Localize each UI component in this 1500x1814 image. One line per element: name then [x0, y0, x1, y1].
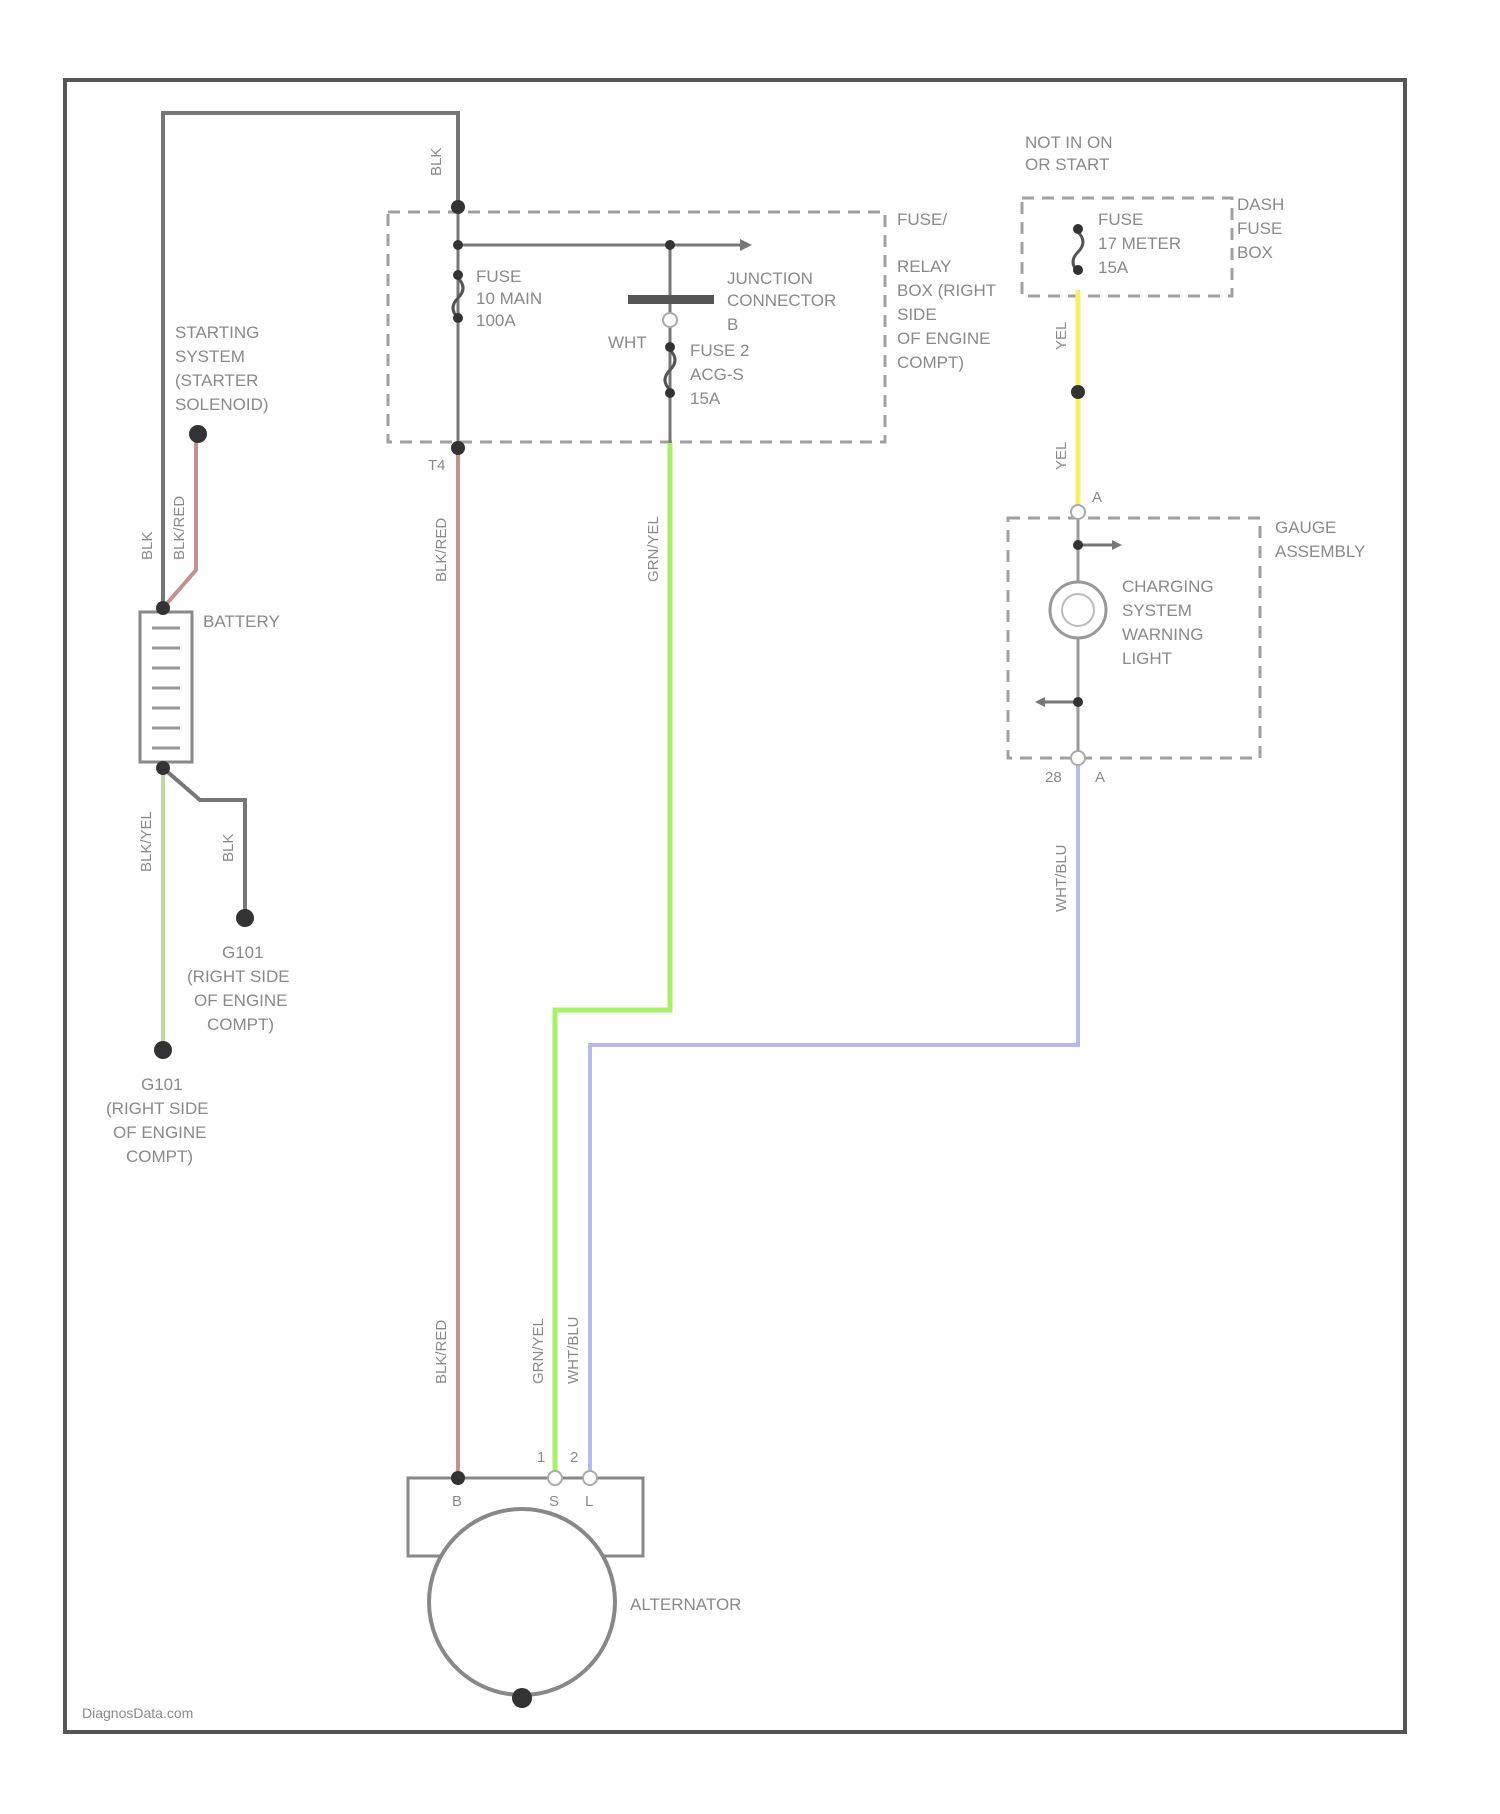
wire-label-wht-blu-gauge: WHT/BLU — [1053, 845, 1070, 913]
terminal-gauge-in: A — [1092, 489, 1102, 506]
wire-label-blk-red-starter: BLK/RED — [171, 496, 188, 560]
label-starting-3: (STARTER — [175, 371, 258, 390]
label-wht: WHT — [608, 333, 647, 352]
wire-label-blk-yel: BLK/YEL — [138, 811, 155, 872]
label-charging-3: WARNING — [1122, 625, 1204, 644]
label-g101-a-3: OF ENGINE — [194, 991, 288, 1010]
label-junction-2: CONNECTOR — [727, 291, 836, 310]
label-gauge-1: GAUGE — [1275, 518, 1336, 537]
wire-label-wht-blu-alt: WHT/BLU — [565, 1317, 582, 1385]
terminal-alt-1: 1 — [537, 1449, 545, 1466]
terminal-alt-s: S — [549, 1493, 559, 1510]
label-fuse-relay-4: SIDE — [897, 305, 937, 324]
label-junction-1: JUNCTION — [727, 269, 813, 288]
label-charging-1: CHARGING — [1122, 577, 1214, 596]
terminal-alt-l: L — [585, 1493, 593, 1510]
label-not-in-on: NOT IN ON — [1025, 133, 1113, 152]
label-starting-1: STARTING — [175, 323, 259, 342]
label-starting-4: SOLENOID) — [175, 395, 269, 414]
label-fuse-relay-1: FUSE/ — [897, 210, 947, 229]
connector-terminals — [548, 313, 1085, 1485]
label-battery: BATTERY — [203, 612, 280, 631]
wire-label-blk-red-main: BLK/RED — [433, 518, 450, 582]
wire-label-grn-yel-main: GRN/YEL — [645, 516, 662, 582]
terminal-gauge-out-num: 28 — [1045, 769, 1062, 786]
label-starting-2: SYSTEM — [175, 347, 245, 366]
label-g101-b-2: (RIGHT SIDE — [106, 1099, 209, 1118]
label-fuse-relay-3: BOX (RIGHT — [897, 281, 996, 300]
label-charging-2: SYSTEM — [1122, 601, 1192, 620]
label-or-start: OR START — [1025, 155, 1109, 174]
bus-arrow — [740, 239, 752, 251]
wire-label-yel-bottom: YEL — [1053, 442, 1070, 470]
label-watermark: DiagnosData.com — [82, 1705, 193, 1721]
wire-label-blk-red-alt: BLK/RED — [433, 1320, 450, 1384]
wire-label-blk-batt: BLK — [139, 532, 156, 560]
label-fuse-main-2: 10 MAIN — [476, 289, 542, 308]
gauge-arrow-left-head — [1035, 697, 1045, 707]
label-fuse-main-3: 100A — [476, 311, 516, 330]
wire-wht-blu — [590, 758, 1078, 1475]
label-fuse-meter-2: 17 METER — [1098, 234, 1181, 253]
label-alternator: ALTERNATOR — [630, 1595, 741, 1614]
label-junction-b: B — [727, 315, 738, 334]
label-g101-a-4: COMPT) — [207, 1015, 274, 1034]
label-dash-1: DASH — [1237, 195, 1284, 214]
wire-label-blk-ground: BLK — [220, 834, 237, 862]
label-fuse-main-1: FUSE — [476, 267, 521, 286]
label-g101-b-4: COMPT) — [126, 1147, 193, 1166]
label-fuse-meter-1: FUSE — [1098, 210, 1143, 229]
label-fuse-relay-5: OF ENGINE — [897, 329, 991, 348]
label-fuse2-3: 15A — [690, 389, 721, 408]
warning-light-bulb — [1050, 582, 1106, 638]
label-fuse-relay-6: COMPT) — [897, 353, 964, 372]
label-g101-b-1: G101 — [141, 1075, 183, 1094]
label-charging-4: LIGHT — [1122, 649, 1172, 668]
junction-connector-bar — [628, 295, 714, 304]
label-g101-b-3: OF ENGINE — [113, 1123, 207, 1142]
wire-label-grn-yel-alt: GRN/YEL — [530, 1318, 547, 1384]
label-g101-a-2: (RIGHT SIDE — [187, 967, 290, 986]
label-dash-2: FUSE — [1237, 219, 1282, 238]
alternator-symbol — [429, 1509, 615, 1695]
label-fuse-relay-2: RELAY — [897, 257, 952, 276]
terminal-fusebox-out: T4 — [428, 457, 446, 474]
label-fuse2-1: FUSE 2 — [690, 341, 750, 360]
wire-label-blk-top: BLK — [428, 148, 445, 176]
label-gauge-2: ASSEMBLY — [1275, 542, 1365, 561]
gauge-arrow-right-head — [1112, 540, 1122, 550]
terminal-alt-2: 2 — [570, 1449, 578, 1466]
terminal-alt-b: B — [452, 1493, 462, 1510]
label-dash-3: BOX — [1237, 243, 1273, 262]
label-fuse2-2: ACG-S — [690, 365, 744, 384]
label-fuse-meter-3: 15A — [1098, 258, 1129, 277]
label-g101-a-1: G101 — [222, 943, 264, 962]
wire-label-yel-top: YEL — [1053, 322, 1070, 350]
terminal-gauge-out: A — [1095, 769, 1105, 786]
